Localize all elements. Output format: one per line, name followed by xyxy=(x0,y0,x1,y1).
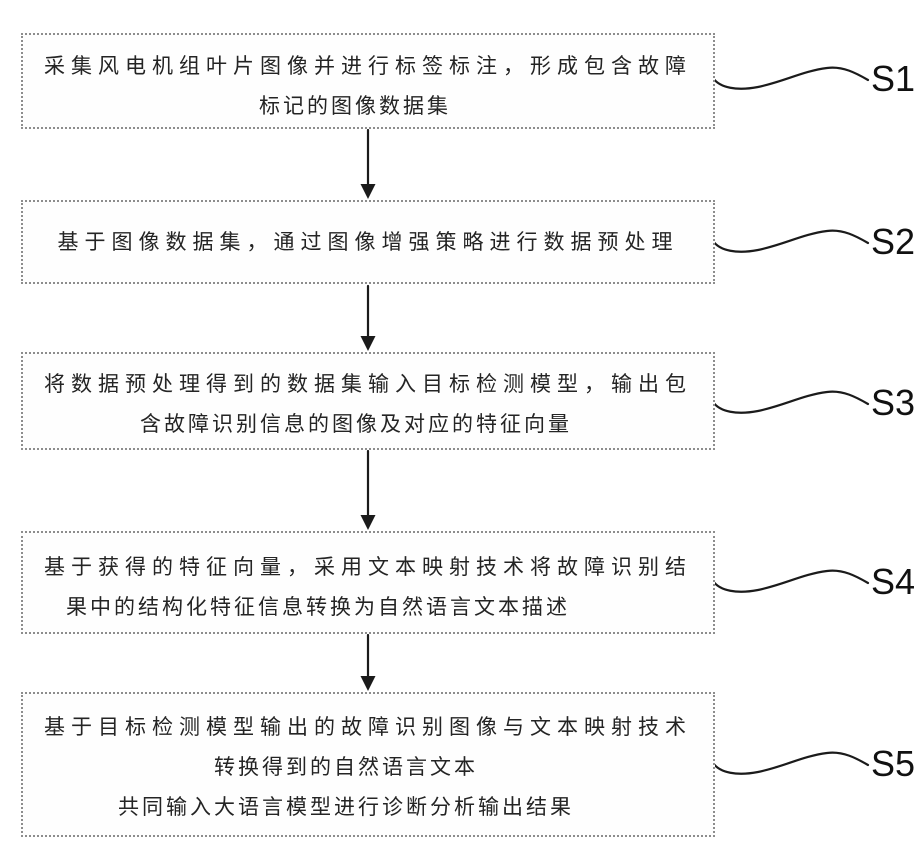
step-label-s3: S3 xyxy=(871,382,916,423)
step-connector-s4 xyxy=(711,569,870,593)
step-box-s2: 基于图像数据集，通过图像增强策略进行数据预处理 xyxy=(21,200,715,284)
step-text-line: 基于获得的特征向量，采用文本映射技术将故障识别结 xyxy=(44,554,692,579)
step-box-s5: 基于目标检测模型输出的故障识别图像与文本映射技术 转换得到的自然语言文本 共同输… xyxy=(21,692,715,837)
step-text-line: 采集风电机组叶片图像并进行标签标注，形成包含故障 xyxy=(44,54,692,78)
step-text-line: 基于目标检测模型输出的故障识别图像与文本映射技术 xyxy=(44,714,692,739)
step-box-s4: 基于获得的特征向量，采用文本映射技术将故障识别结 果中的结构化特征信息转换为自然… xyxy=(21,531,715,634)
step-connector-s3 xyxy=(711,390,870,414)
flow-arrow-1-head xyxy=(360,184,376,199)
step-label-s4: S4 xyxy=(871,561,916,602)
flow-arrow-4-head xyxy=(360,676,376,691)
flow-arrow-2-head xyxy=(360,336,376,351)
step-label-s1: S1 xyxy=(871,58,916,99)
step-text-line: 将数据预处理得到的数据集输入目标检测模型，输出包 xyxy=(44,372,692,396)
step-label-s5: S5 xyxy=(871,743,916,784)
step-box-s3: 将数据预处理得到的数据集输入目标检测模型，输出包 含故障识别信息的图像及对应的特… xyxy=(21,352,715,450)
step-text-line: 标记的图像数据集 xyxy=(259,94,451,118)
step-box-s1: 采集风电机组叶片图像并进行标签标注，形成包含故障 标记的图像数据集 xyxy=(21,33,715,129)
step-text-line: 果中的结构化特征信息转换为自然语言文本描述 xyxy=(66,594,570,619)
step-text-line: 基于图像数据集，通过图像增强策略进行数据预处理 xyxy=(57,230,679,254)
step-connector-s5 xyxy=(711,751,870,775)
step-connector-s1 xyxy=(711,66,870,90)
step-label-s2: S2 xyxy=(871,221,916,262)
step-text-line: 共同输入大语言模型进行诊断分析输出结果 xyxy=(118,794,574,819)
step-connector-s2 xyxy=(711,229,870,253)
flow-arrow-3-head xyxy=(360,515,376,530)
step-text-line: 转换得到的自然语言文本 xyxy=(214,754,478,779)
step-text-line: 含故障识别信息的图像及对应的特征向量 xyxy=(140,412,572,436)
